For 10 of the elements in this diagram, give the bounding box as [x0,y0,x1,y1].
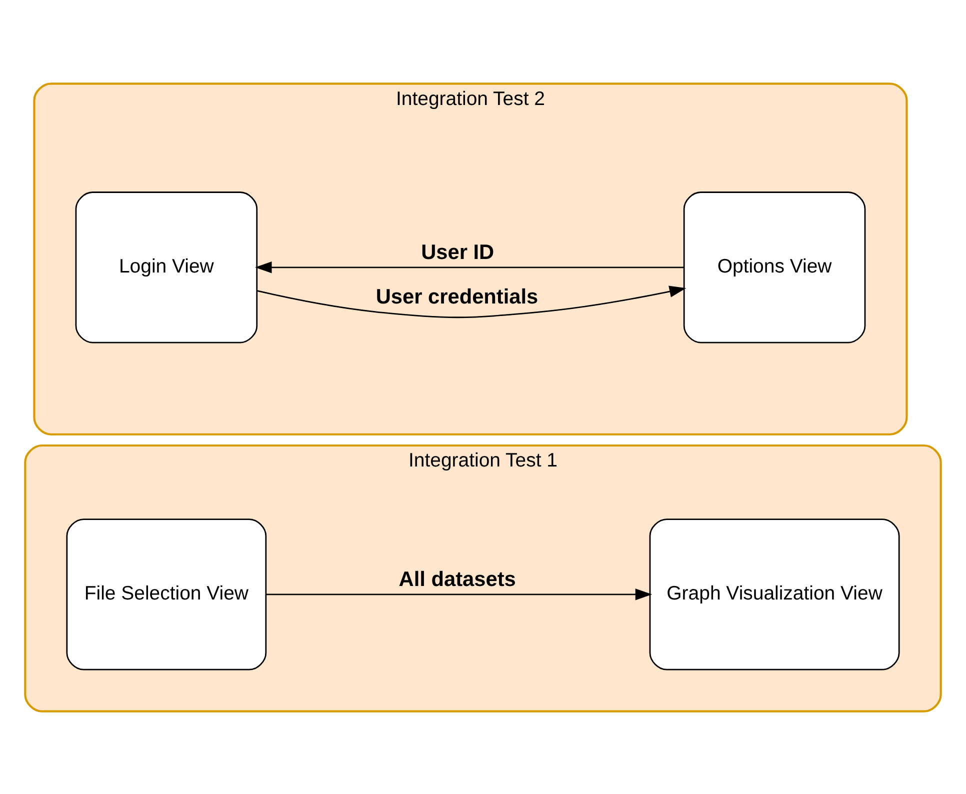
node-box: Graph Visualization View [649,518,900,670]
arrow [257,285,686,318]
node-box: Options View [683,191,866,343]
edge-label: User credentials [376,285,538,308]
arrow [266,588,652,600]
node-box: File Selection View [66,518,267,670]
edge-label: User ID [421,240,494,264]
arrow [255,261,684,273]
node-box: Login View [75,191,258,343]
edge-label: All datasets [398,568,516,591]
